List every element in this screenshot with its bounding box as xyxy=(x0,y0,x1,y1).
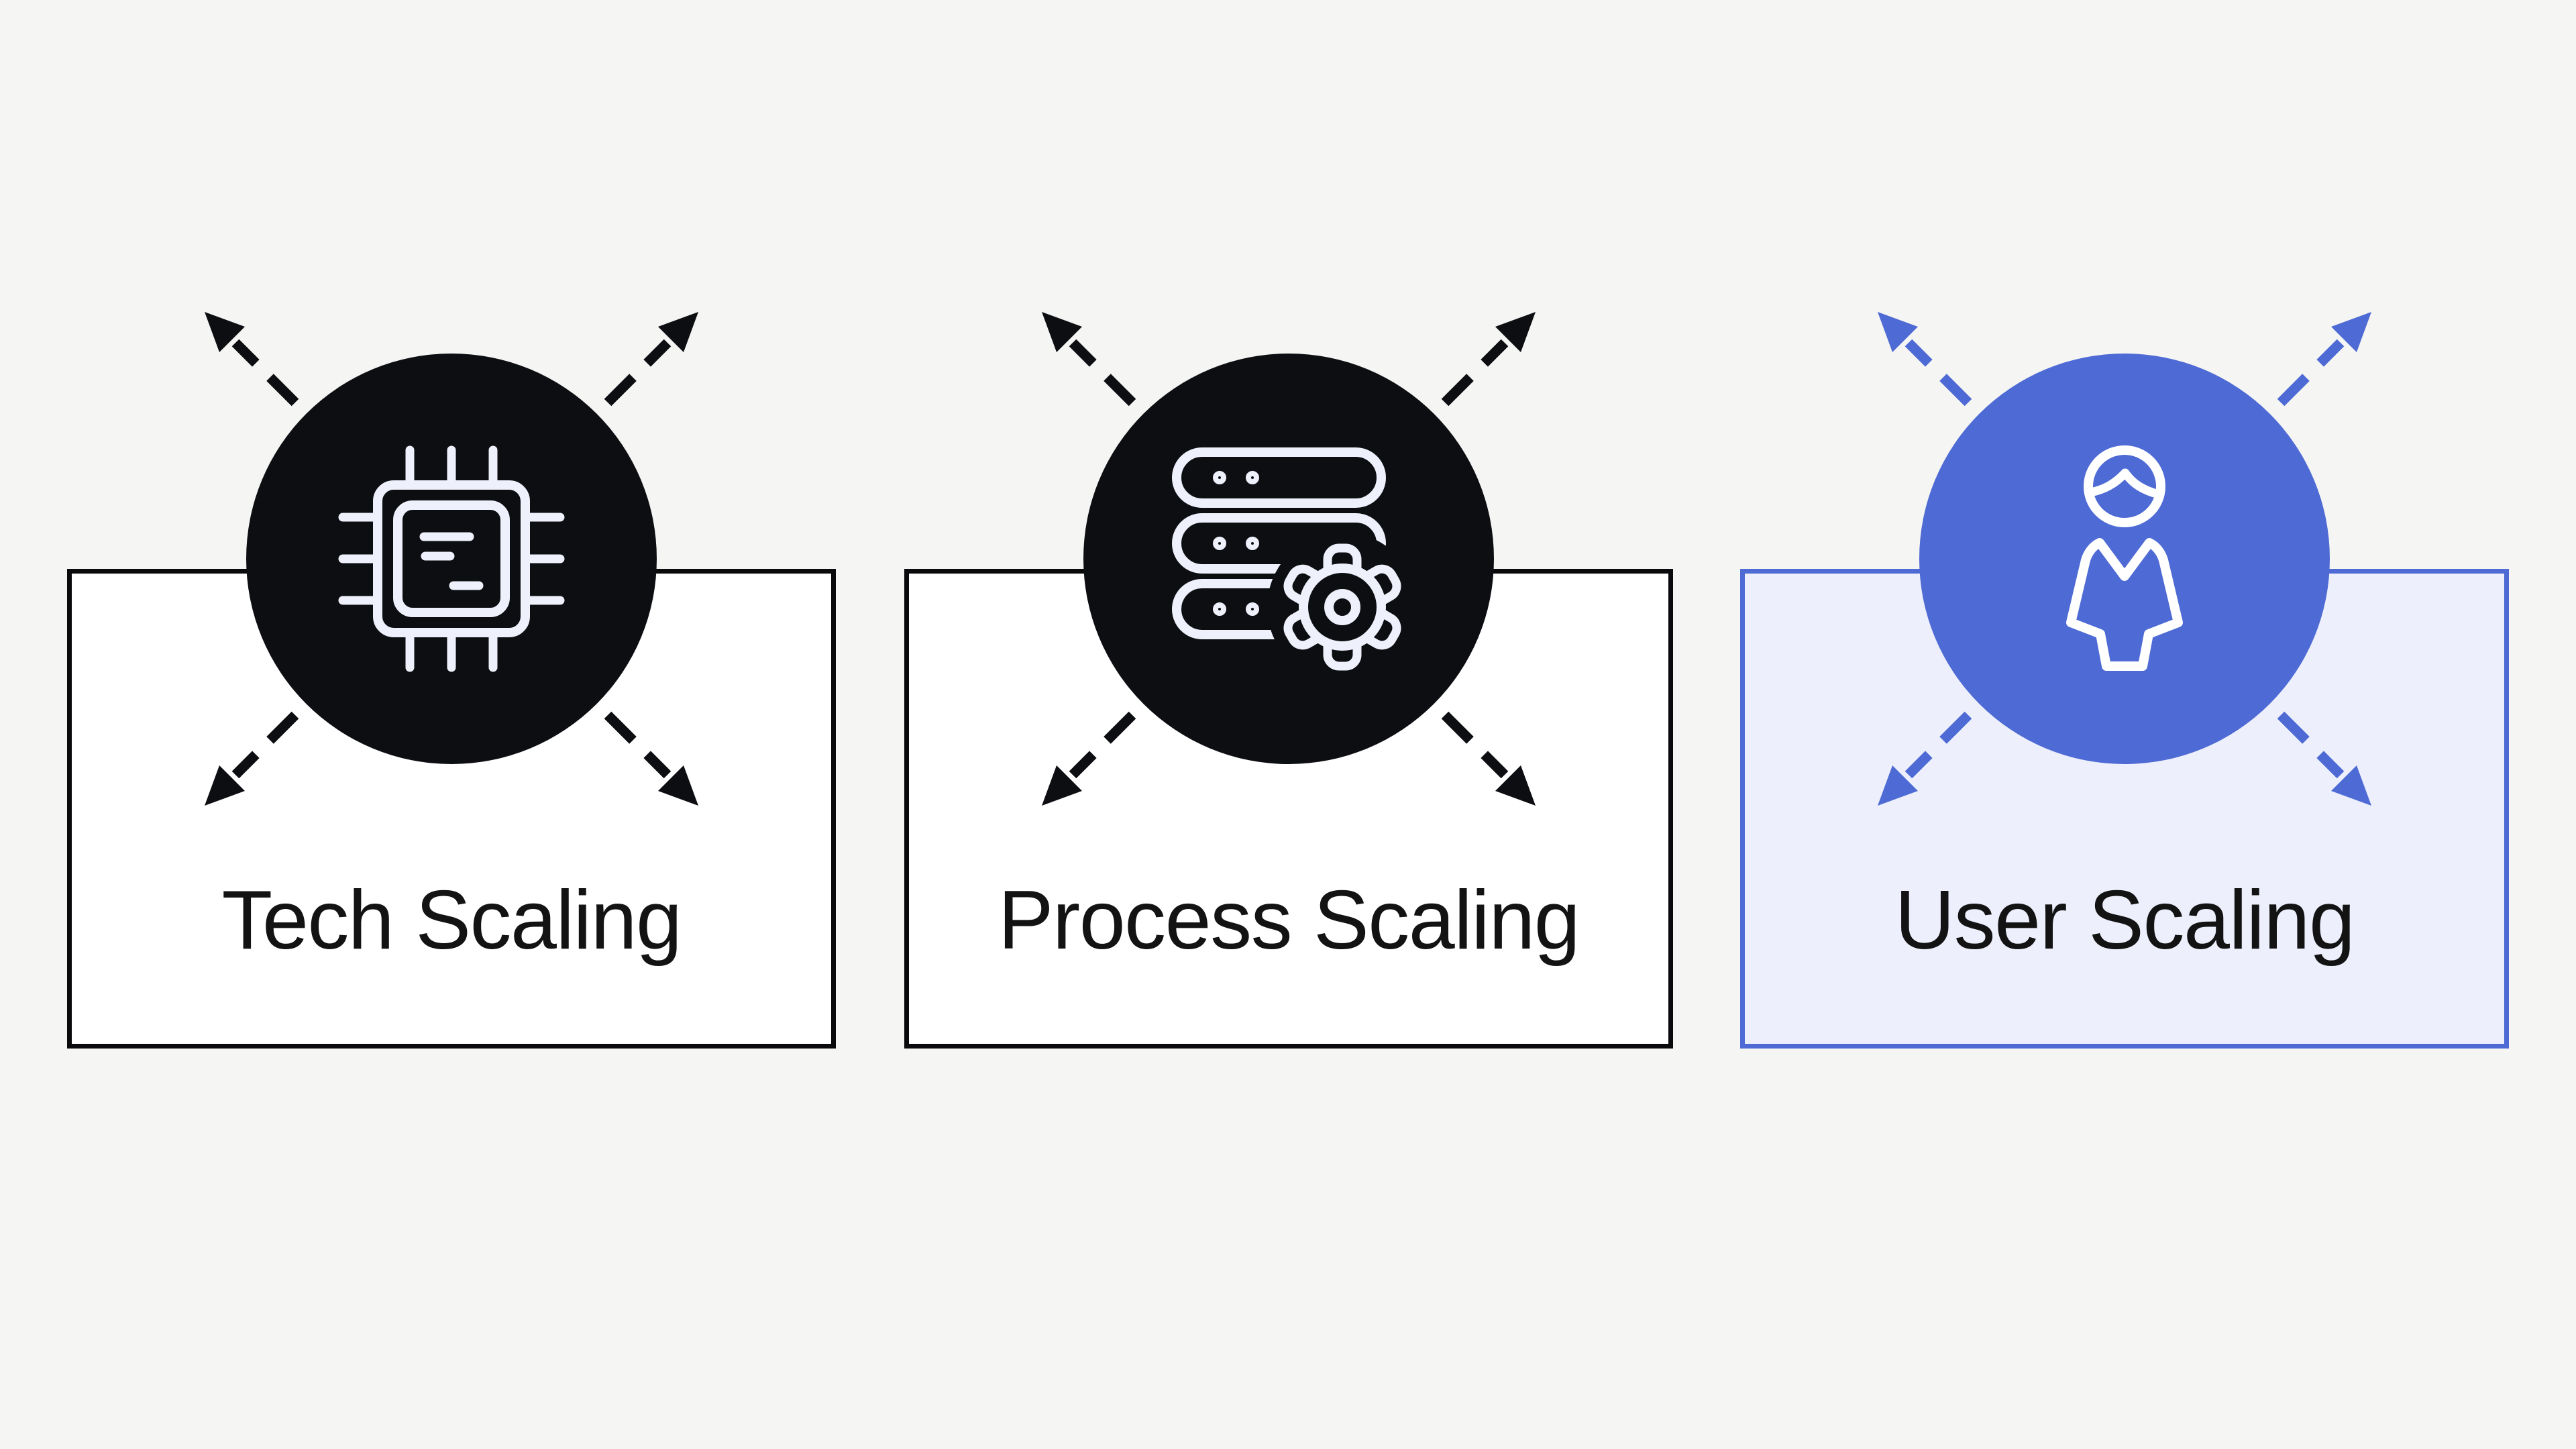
card-label: User Scaling xyxy=(1894,874,2355,967)
card-user-scaling[interactable]: User Scaling xyxy=(1740,569,2509,1049)
card-tech-scaling[interactable]: Tech Scaling xyxy=(67,569,836,1049)
card-label: Process Scaling xyxy=(998,874,1580,967)
card-label: Tech Scaling xyxy=(221,874,682,967)
card-process-scaling[interactable]: Process Scaling xyxy=(904,569,1673,1049)
